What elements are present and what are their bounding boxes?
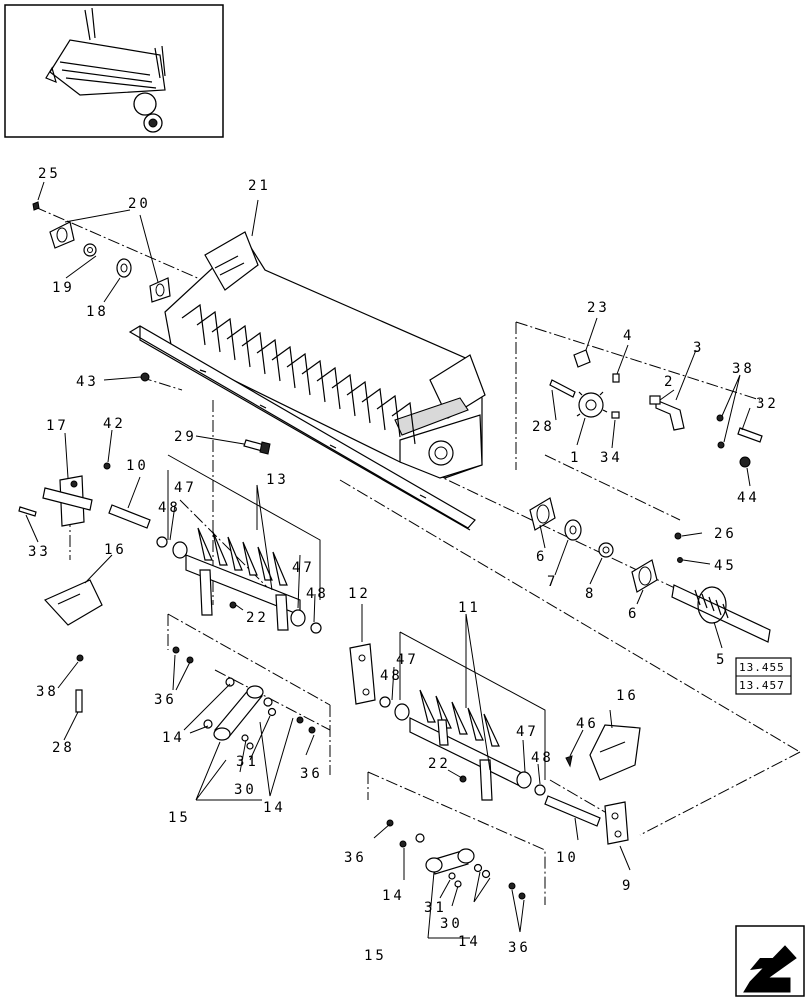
callout-32: 32 [756,396,779,412]
callout-47-d: 47 [516,724,539,740]
callout-47-c: 47 [396,652,419,668]
callout-labels: 25 20 19 18 21 43 29 23 4 3 2 38 32 28 1… [28,166,779,964]
callout-36-c: 36 [344,850,367,866]
callout-30-b: 30 [440,916,463,932]
linkage-left [172,646,316,750]
callout-14-b: 14 [263,800,286,816]
callout-48-d: 48 [531,750,554,766]
callout-14-a: 14 [162,730,185,746]
callout-14-c: 14 [382,888,405,904]
callout-30-a: 30 [234,782,257,798]
callout-47-a: 47 [174,480,197,496]
next-page-arrow-icon[interactable] [735,925,805,997]
assembly-axes [34,206,801,905]
callout-6-lower: 6 [628,606,639,622]
callout-34: 34 [600,450,623,466]
packer-assembly-right [349,643,573,801]
callout-28-left: 28 [52,740,75,756]
callout-22-left: 22 [246,610,269,626]
callout-9: 9 [622,878,633,894]
callout-36-a: 36 [154,692,177,708]
callout-42: 42 [103,416,126,432]
bearing-flange-upper [32,201,171,303]
callout-16-right: 16 [616,688,639,704]
callout-16-left: 16 [104,542,127,558]
reference-13-457: 13.457 [739,679,785,692]
callout-11: 11 [458,600,481,616]
callout-31-a: 31 [236,754,259,770]
callout-15-a: 15 [168,810,191,826]
callout-21: 21 [248,178,271,194]
callout-33: 33 [28,544,51,560]
callout-22-right: 22 [428,756,451,772]
callout-29: 29 [174,429,197,445]
callout-44: 44 [737,490,760,506]
callout-10-right: 10 [556,850,579,866]
callout-23: 23 [587,300,610,316]
callout-6-upper: 6 [536,549,547,565]
callout-38-left: 38 [36,684,59,700]
callout-1: 1 [570,450,581,466]
callout-25: 25 [38,166,61,182]
callout-5: 5 [716,652,727,668]
callout-12: 12 [348,586,371,602]
callout-28-right: 28 [532,419,555,435]
callout-48-a: 48 [158,500,181,516]
callout-31-b: 31 [424,900,447,916]
nut-43 [140,372,150,382]
callout-47-b: 47 [292,560,315,576]
callout-4: 4 [623,328,634,344]
callout-3: 3 [693,340,704,356]
callout-7: 7 [547,574,558,590]
callout-48-c: 48 [380,668,403,684]
bracket-lower-right [544,724,641,845]
callout-20: 20 [128,196,151,212]
callout-8: 8 [585,586,596,602]
reference-13-455: 13.455 [739,661,785,674]
callout-38-right: 38 [732,361,755,377]
leader-lines [25,181,751,939]
drive-sprocket-group [549,349,763,468]
callout-14-d: 14 [458,934,481,950]
callout-15-b: 15 [364,948,387,964]
packer-assembly-left [156,527,322,634]
callout-26: 26 [714,526,737,542]
callout-48-b: 48 [306,586,329,602]
callout-19: 19 [52,280,75,296]
bearing-stack-right [529,497,771,643]
baler-thumbnail-icon [4,4,224,138]
callout-43: 43 [76,374,99,390]
callout-17: 17 [46,418,69,434]
callout-10-left: 10 [126,458,149,474]
callout-2: 2 [664,374,675,390]
reference-box[interactable]: 13.455 13.457 [735,657,792,695]
main-frame [128,231,486,531]
callout-18: 18 [86,304,109,320]
callout-13: 13 [266,472,289,488]
callout-45: 45 [714,558,737,574]
callout-36-b: 36 [300,766,323,782]
callout-36-d: 36 [508,940,531,956]
left-bracket-group [18,462,151,713]
callout-46: 46 [576,716,599,732]
